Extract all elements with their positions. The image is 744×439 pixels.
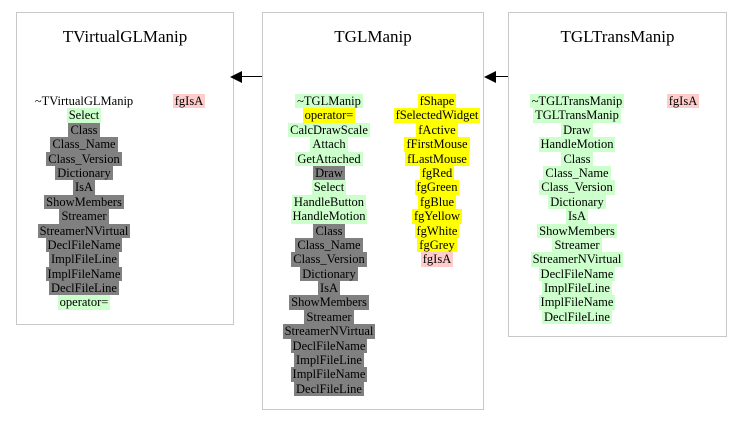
method-item[interactable]: ShowMembers — [44, 194, 124, 210]
class-title: TVirtualGLManip — [62, 27, 188, 46]
method-item[interactable]: ImplFileLine — [542, 281, 612, 296]
method-item[interactable]: HandleMotion — [538, 137, 616, 152]
method-item[interactable]: DeclFileLine — [49, 281, 119, 296]
method-item[interactable]: ~TGLTransManip — [529, 94, 625, 109]
method-item[interactable]: StreamerNVirtual — [282, 324, 376, 339]
method-item[interactable]: StreamerNVirtual — [530, 252, 624, 267]
field-item[interactable]: fgGrey — [417, 237, 457, 253]
method-item[interactable]: HandleButton — [291, 194, 367, 210]
method-item[interactable]: ShowMembers — [289, 295, 369, 310]
method-item[interactable]: DeclFileLine — [294, 381, 364, 397]
method-item[interactable]: Dictionary — [300, 266, 358, 282]
method-item[interactable]: TGLTransManip — [533, 108, 621, 123]
method-item[interactable]: Class_Version — [46, 151, 122, 166]
field-item[interactable]: fgYellow — [412, 209, 462, 224]
method-item[interactable]: ImplFileName — [290, 367, 368, 382]
method-item[interactable]: Draw — [561, 122, 593, 138]
method-item[interactable]: Draw — [313, 165, 345, 181]
method-item[interactable]: Streamer — [59, 209, 109, 224]
method-item[interactable]: operator= — [57, 295, 111, 310]
field-item[interactable]: fActive — [416, 122, 458, 138]
method-item[interactable]: Class — [561, 151, 593, 166]
method-item[interactable]: operator= — [302, 108, 356, 123]
method-item[interactable]: Select — [66, 108, 102, 123]
field-item[interactable]: fgWhite — [414, 223, 460, 238]
method-item[interactable]: ImplFileName — [45, 266, 123, 282]
method-item[interactable]: ImplFileLine — [294, 353, 364, 368]
method-item[interactable]: Select — [311, 180, 347, 195]
field-column: fgIsA — [643, 94, 723, 109]
method-item[interactable]: HandleMotion — [290, 209, 368, 224]
method-item[interactable]: Class — [313, 223, 345, 238]
method-item[interactable]: Class_Name — [50, 137, 118, 152]
method-item[interactable]: Class_Name — [295, 237, 363, 253]
field-item[interactable]: fgGreen — [414, 180, 460, 195]
method-item[interactable]: Dictionary — [548, 194, 606, 210]
field-item[interactable]: fgBlue — [417, 194, 457, 210]
method-item[interactable]: ShowMembers — [537, 223, 617, 238]
method-item[interactable]: DeclFileName — [538, 266, 616, 282]
method-item[interactable]: IsA — [565, 209, 589, 224]
method-item[interactable]: Dictionary — [55, 165, 113, 181]
field-item[interactable]: fShape — [417, 94, 457, 109]
field-item[interactable]: fgIsA — [666, 94, 700, 109]
method-item[interactable]: Class_Version — [539, 180, 615, 195]
method-item[interactable]: CalcDrawScale — [288, 122, 370, 138]
field-column: fgIsA — [149, 94, 229, 109]
method-item[interactable]: DeclFileName — [290, 338, 368, 354]
method-item[interactable]: Attach — [310, 137, 348, 152]
method-item[interactable]: IsA — [72, 180, 96, 195]
method-item[interactable]: ImplFileName — [538, 295, 616, 310]
method-item[interactable]: Class_Version — [291, 252, 367, 267]
method-item[interactable]: Streamer — [552, 237, 602, 253]
method-item[interactable]: ImplFileLine — [49, 252, 119, 267]
field-item[interactable]: fgIsA — [172, 94, 206, 109]
method-item[interactable]: DeclFileLine — [542, 309, 612, 325]
method-item[interactable]: ~TVirtualGLManip — [34, 94, 134, 108]
method-item[interactable]: DeclFileName — [45, 237, 123, 253]
field-item[interactable]: fFirstMouse — [404, 137, 470, 152]
method-item[interactable]: ~TGLManip — [295, 94, 363, 109]
field-item[interactable]: fgRed — [419, 165, 455, 181]
method-item[interactable]: Class_Name — [543, 165, 611, 181]
method-item[interactable]: Class — [68, 122, 100, 138]
method-item[interactable]: StreamerNVirtual — [37, 223, 131, 238]
method-item[interactable]: Streamer — [304, 309, 354, 325]
field-item[interactable]: fSelectedWidget — [393, 108, 481, 123]
class-title: TGLManip — [334, 27, 412, 46]
field-item[interactable]: fLastMouse — [405, 151, 469, 166]
class-title: TGLTransManip — [560, 27, 675, 46]
method-item[interactable]: IsA — [317, 281, 341, 296]
method-item[interactable]: GetAttached — [295, 151, 363, 166]
field-item[interactable]: fgIsA — [420, 252, 454, 267]
